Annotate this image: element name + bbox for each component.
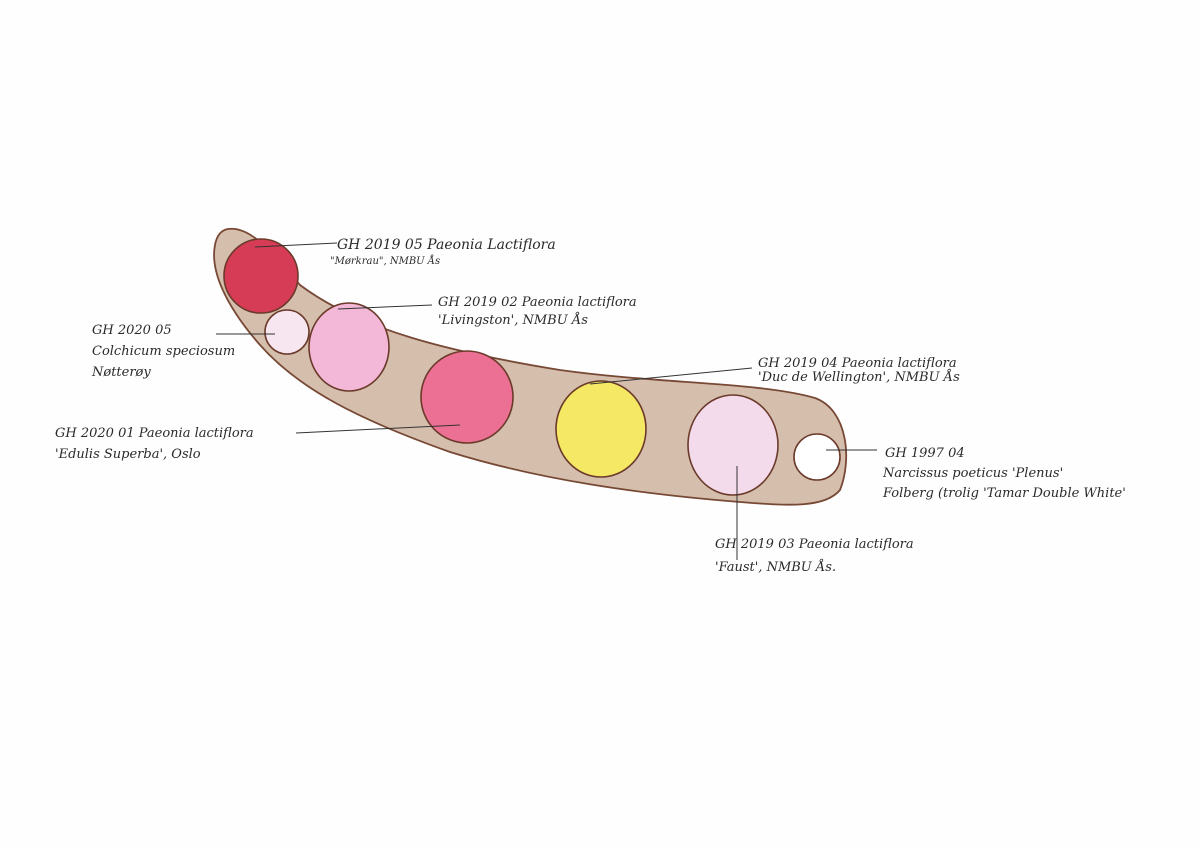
label-gh-2019-03-line2: 'Faust', NMBU Ås. xyxy=(715,559,836,575)
label-gh-2020-05-line1: GH 2020 05 xyxy=(92,323,172,338)
label-gh-1997-04-line2: Narcissus poeticus 'Plenus' xyxy=(882,466,1063,481)
label-gh-2019-04-line2: 'Duc de Wellington', NMBU Ås xyxy=(758,369,960,385)
label-gh-2019-04-line1: GH 2019 04 Paeonia lactiflora xyxy=(758,356,957,371)
label-gh-1997-04-line1: GH 1997 04 xyxy=(885,446,965,461)
label-gh-2020-05-line3: Nøtterøy xyxy=(91,365,151,380)
plant-circle-gh-1997-04 xyxy=(793,433,841,481)
plant-circle-gh-2019-02 xyxy=(308,302,390,392)
leader-line xyxy=(295,424,461,434)
leader-line xyxy=(254,242,338,248)
label-gh-2019-02-line1: GH 2019 02 Paeonia lactiflora xyxy=(438,295,637,310)
plant-circle-gh-2019-05 xyxy=(223,238,299,314)
label-gh-2020-05-line2: Colchicum speciosum xyxy=(92,344,235,359)
label-gh-2019-05-line2: "Mørkrau", NMBU Ås xyxy=(330,255,440,267)
label-gh-2020-01-line2: 'Edulis Superba', Oslo xyxy=(55,447,201,462)
plant-circle-gh-2019-04 xyxy=(555,380,647,478)
label-gh-1997-04-line3: Folberg (trolig 'Tamar Double White' xyxy=(882,486,1126,501)
label-gh-2019-03-line1: GH 2019 03 Paeonia lactiflora xyxy=(715,537,914,552)
label-gh-2020-01-line1: GH 2020 01 Paeonia lactiflora xyxy=(55,426,254,441)
label-gh-2019-02-line2: 'Livingston', NMBU Ås xyxy=(438,312,588,328)
plant-circle-gh-2020-01 xyxy=(420,350,514,444)
leader-line xyxy=(589,367,753,385)
plant-circle-gh-2019-03 xyxy=(687,394,779,496)
leader-line xyxy=(337,304,433,310)
label-gh-2019-05-line1: GH 2019 05 Paeonia Lactiflora xyxy=(337,237,556,253)
plant-circle-gh-2020-05 xyxy=(264,309,310,355)
